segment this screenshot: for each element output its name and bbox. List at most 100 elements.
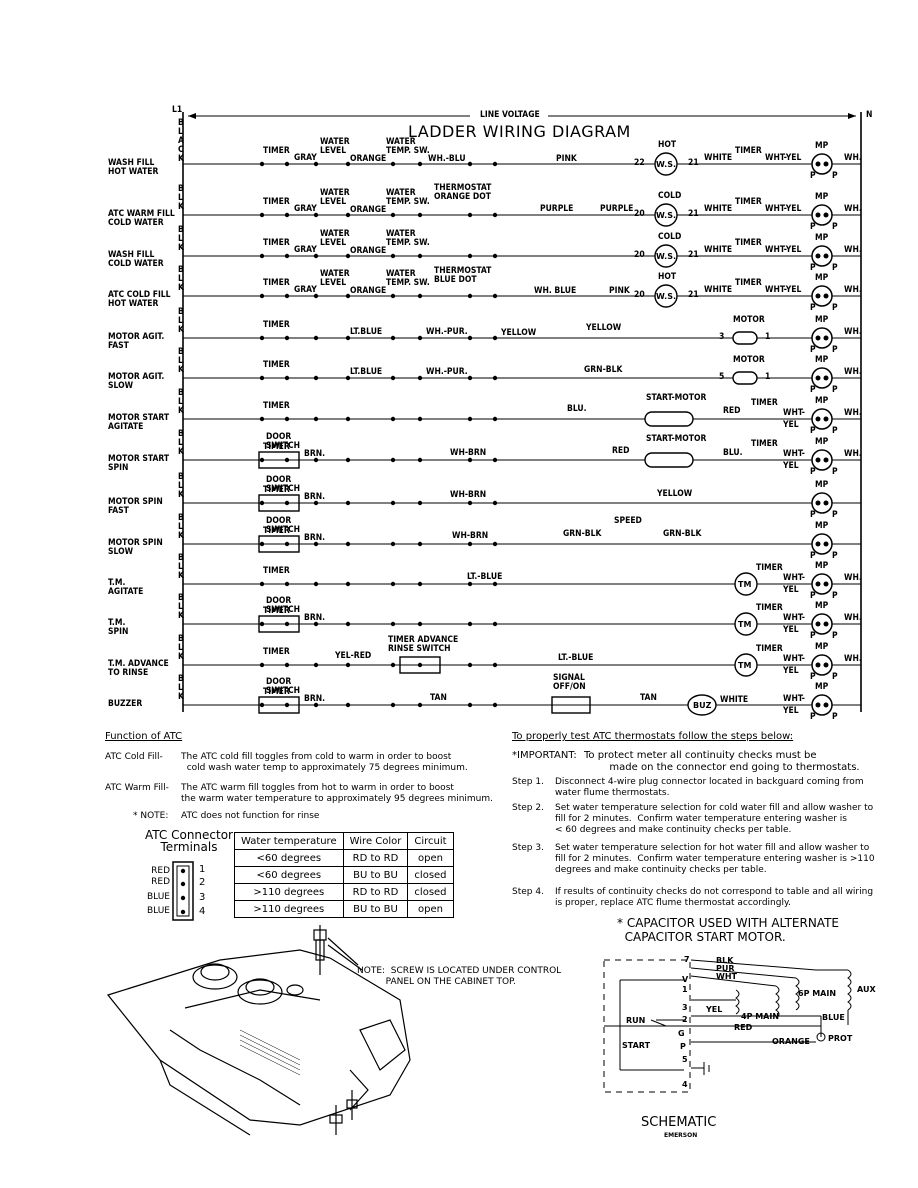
blk-letter: L	[178, 481, 183, 491]
rung	[183, 449, 861, 471]
temp-switch-label: WATER TEMP. SW.	[386, 229, 430, 248]
pin-icon	[180, 868, 186, 874]
table-cell: closed	[407, 883, 454, 901]
motor-protector-icon	[811, 245, 833, 267]
rung-name: ATC WARM FILL COLD WATER	[108, 209, 175, 228]
contact-dot-icon	[390, 541, 396, 547]
tm-label: TM	[738, 620, 752, 629]
terminal-label: 20	[634, 209, 645, 219]
contact-dot-icon	[390, 212, 396, 218]
blk-letter: K	[178, 531, 184, 541]
p-label: P	[832, 591, 838, 601]
wire-color-label: YEL	[783, 420, 799, 430]
rung-name: WASH FILL COLD WATER	[108, 250, 164, 269]
connector-wire-3: BLUE	[146, 892, 170, 902]
atc-cold-label: ATC Cold Fill-	[105, 752, 163, 762]
contact-dot-icon	[313, 500, 319, 506]
atc-warm-label: ATC Warm Fill-	[105, 783, 169, 793]
contact-dot-icon	[284, 212, 290, 218]
wire-color-label: GRN-BLK	[663, 529, 702, 539]
contact-dot-icon	[313, 293, 319, 299]
blk-letter: A	[178, 136, 184, 146]
timer-label: TIMER	[263, 442, 290, 452]
contact-dot-icon	[492, 457, 498, 463]
schematic-terminal-4: 4	[682, 1080, 688, 1089]
contact-dot-icon	[313, 416, 319, 422]
schematic-subtitle: EMERSON	[664, 1132, 698, 1139]
rung-name: MOTOR AGIT. FAST	[108, 332, 165, 351]
contact-dot-icon	[284, 253, 290, 259]
motor-protector-icon	[811, 327, 833, 349]
step-3-label: Step 3.	[512, 843, 544, 853]
wire-color-label: YEL	[783, 585, 799, 595]
timer-motor-icon	[734, 572, 758, 596]
p-label: P	[832, 303, 838, 313]
ladder-rungs	[183, 152, 861, 716]
table-cell: RD to RD	[342, 849, 409, 867]
wire-color-label: YELLOW	[657, 489, 693, 499]
door-switch-icon	[258, 615, 300, 633]
timer-label: TIMER	[263, 320, 290, 330]
wire-color-label: WH.	[844, 613, 862, 623]
contact-dot-icon	[815, 662, 821, 668]
p-label: P	[832, 171, 838, 181]
contact-dot-icon	[823, 702, 829, 708]
blk-letter: K	[178, 243, 184, 253]
schematic-yel: YEL	[705, 1005, 722, 1014]
mp-label: MP	[815, 480, 829, 490]
mp-label: MP	[815, 601, 829, 611]
contact-dot-icon	[492, 621, 498, 627]
schematic-wht: WHT	[716, 972, 738, 981]
contact-dot-icon	[492, 375, 498, 381]
tm-label: TM	[738, 661, 752, 670]
terminal-label: 21	[688, 290, 699, 300]
speed-label: SPEED	[614, 516, 642, 526]
blk-letter: C	[178, 145, 184, 155]
contact-dot-icon	[390, 293, 396, 299]
table-cell: <60 degrees	[234, 849, 344, 867]
contact-dot-icon	[259, 500, 265, 506]
wire-color-label: BRN.	[304, 492, 326, 502]
contact-dot-icon	[284, 581, 290, 587]
contact-dot-icon	[313, 253, 319, 259]
blk-letter: K	[178, 490, 184, 500]
contact-dot-icon	[284, 621, 290, 627]
contact-dot-icon	[823, 212, 829, 218]
door-switch-icon	[258, 535, 300, 553]
wire-color-label: WHT-	[783, 613, 805, 623]
ws-label: W.S.	[656, 292, 677, 301]
blk-letter: K	[178, 692, 184, 702]
contact-dot-icon	[815, 253, 821, 259]
contact-dot-icon	[417, 253, 423, 259]
schematic-terminal-5: 5	[682, 1055, 688, 1064]
connector-wire-4: BLUE	[146, 906, 170, 916]
wire-color-label: YEL	[783, 625, 799, 635]
timer-label: TIMER	[756, 603, 783, 613]
rung-name: MOTOR SPIN FAST	[108, 497, 163, 516]
blk-letter: B	[178, 184, 184, 194]
schematic-terminal-g: G	[678, 1029, 685, 1038]
water-level-label: WATER LEVEL	[320, 269, 350, 288]
contact-dot-icon	[390, 375, 396, 381]
p-label: P	[832, 263, 838, 273]
motor-protector-icon	[811, 204, 833, 226]
wire-color-label: WH.	[844, 285, 862, 295]
atc-warm-text: The ATC warm fill toggles from hot to wa…	[181, 783, 494, 804]
door-switch-label: DOOR SWITCH	[266, 516, 301, 535]
wire-color-label: GRAY	[294, 285, 317, 295]
tm-label: TM	[738, 580, 752, 589]
temp-switch-label: WATER TEMP. SW.	[386, 188, 430, 207]
contact-dot-icon	[467, 335, 473, 341]
blk-letter: L	[178, 127, 183, 137]
contact-dot-icon	[259, 293, 265, 299]
schematic-terminal-3: 3	[682, 1003, 688, 1012]
door-switch-label: DOOR SWITCH	[266, 475, 301, 494]
contact-dot-icon	[259, 212, 265, 218]
contact-dot-icon	[815, 581, 821, 587]
rung	[183, 492, 861, 514]
blk-letter: K	[178, 283, 184, 293]
schematic-orange: ORANGE	[772, 1037, 810, 1046]
contact-dot-icon	[345, 621, 351, 627]
water-solenoid-icon	[654, 284, 678, 308]
contact-dot-icon	[815, 416, 821, 422]
